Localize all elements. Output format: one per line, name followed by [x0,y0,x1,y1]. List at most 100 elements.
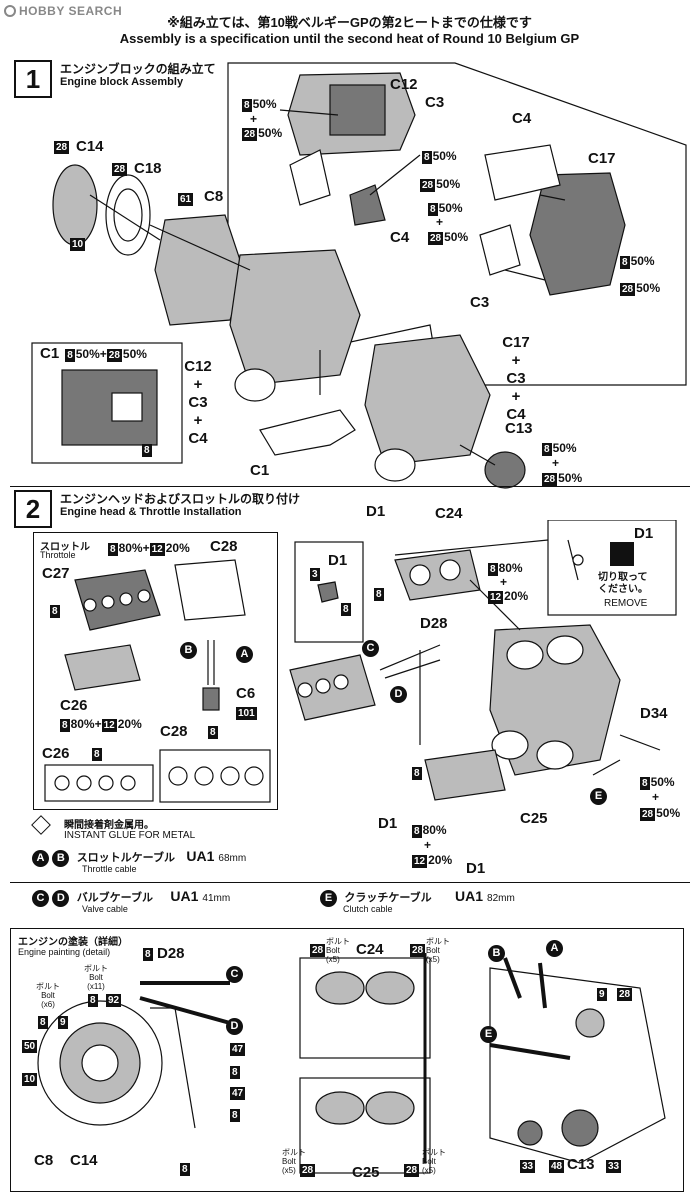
label-c28b: C28 [160,723,188,740]
code-8-c25: 8 [412,767,422,780]
code-8-c28b: 8 [208,726,218,739]
label-c4b: C4 [390,229,410,246]
glue-jp: 瞬間接着剤金属用。 [64,820,154,831]
header-jp: ※組み立ては、第10戦ベルギーGPの第2ヒートまでの仕様です [167,15,532,30]
painting-title-en: Engine painting (detail) [18,947,111,957]
logo-icon [4,5,16,17]
paint-code-8c: 8 [230,1066,240,1079]
circle-b: B [180,642,197,659]
label-c25: C25 [520,810,548,827]
circle-e: E [590,788,607,805]
c24-mix-plus: + [500,575,508,589]
paint-code-48: 48 [549,1160,565,1173]
paint-code-8e: 8 [180,1163,190,1176]
circle-a: A [236,646,253,663]
paint-code-33b: 33 [606,1160,622,1173]
label-c12: C12 [390,76,418,93]
label-c26: C26 [60,697,88,714]
label-d34: D34 [640,705,668,722]
paint-code-28-c25a: 28 [300,1164,316,1177]
code-8-c26b: 8 [92,748,102,761]
paint-code-28-c24a: 28 [310,944,326,957]
paint-code-9: 9 [58,1016,68,1029]
circle-d: D [390,686,407,703]
c25-mix-plus: + [424,838,432,852]
code-28-c18: 28 [112,163,128,176]
paint-label-c24: C24 [356,941,384,958]
d1-remove-panel [547,520,677,616]
label-c17-stack: C17+C3+C4 [502,334,530,423]
part-c28 [174,559,246,621]
paint-code-9: 9 [597,988,607,1001]
painting-c25-heads [299,1077,431,1174]
paint-circle-b: B [488,945,505,962]
paint-code-33a: 33 [520,1160,536,1173]
label-d28: D28 [420,615,448,632]
paint-code-28-c24b: 28 [410,944,426,957]
part-c1 [259,409,356,456]
step1-title-en: Engine block Assembly [60,76,184,88]
part-c13 [484,451,526,489]
step1-title-jp: エンジンブロックの組み立て [60,62,216,76]
painting-illustration [37,953,666,1174]
paint-code-28-right: 28 [617,988,633,1001]
paint-circle-c: C [226,966,243,983]
label-c8: C8 [204,188,224,205]
part-c25 [424,749,506,801]
painting-c13-side [489,967,666,1164]
paint-label-c8: C8 [34,1152,54,1169]
label-d1-panel: D1 [328,552,348,569]
step2-title-en: Engine head & Throttle Installation [60,506,242,518]
step1-number: 1 [14,60,52,98]
part-c4-top [349,184,386,226]
label-d1a: D1 [366,503,386,520]
step2-illustration [44,520,677,803]
label-c4a: C4 [512,110,532,127]
code-10: 10 [70,238,86,251]
painting-title-jp: エンジンの塗装（詳細） [18,937,128,948]
paint-code-8-d28: 8 [143,948,153,961]
label-c3a: C3 [425,94,445,111]
paint-circle-e: E [480,1026,497,1043]
painting-c13 [561,1109,599,1147]
paint-label-d28: D28 [157,945,185,962]
part-c26 [64,644,141,691]
circle-c: C [362,640,379,657]
label-c28: C28 [210,538,238,555]
paint-circle-a: A [546,940,563,957]
glue-en: INSTANT GLUE FOR METAL [64,830,196,841]
mix-plus-c12: + [250,112,258,126]
divider-cables [10,882,690,883]
label-c3b: C3 [470,294,490,311]
code-8-d1: 8 [341,603,351,616]
part-block-right [364,334,491,466]
throttle-en: Throttole [40,550,76,560]
step1-illustration [31,62,687,489]
mix-plus-c3: + [436,215,444,229]
label-c14: C14 [76,138,104,155]
